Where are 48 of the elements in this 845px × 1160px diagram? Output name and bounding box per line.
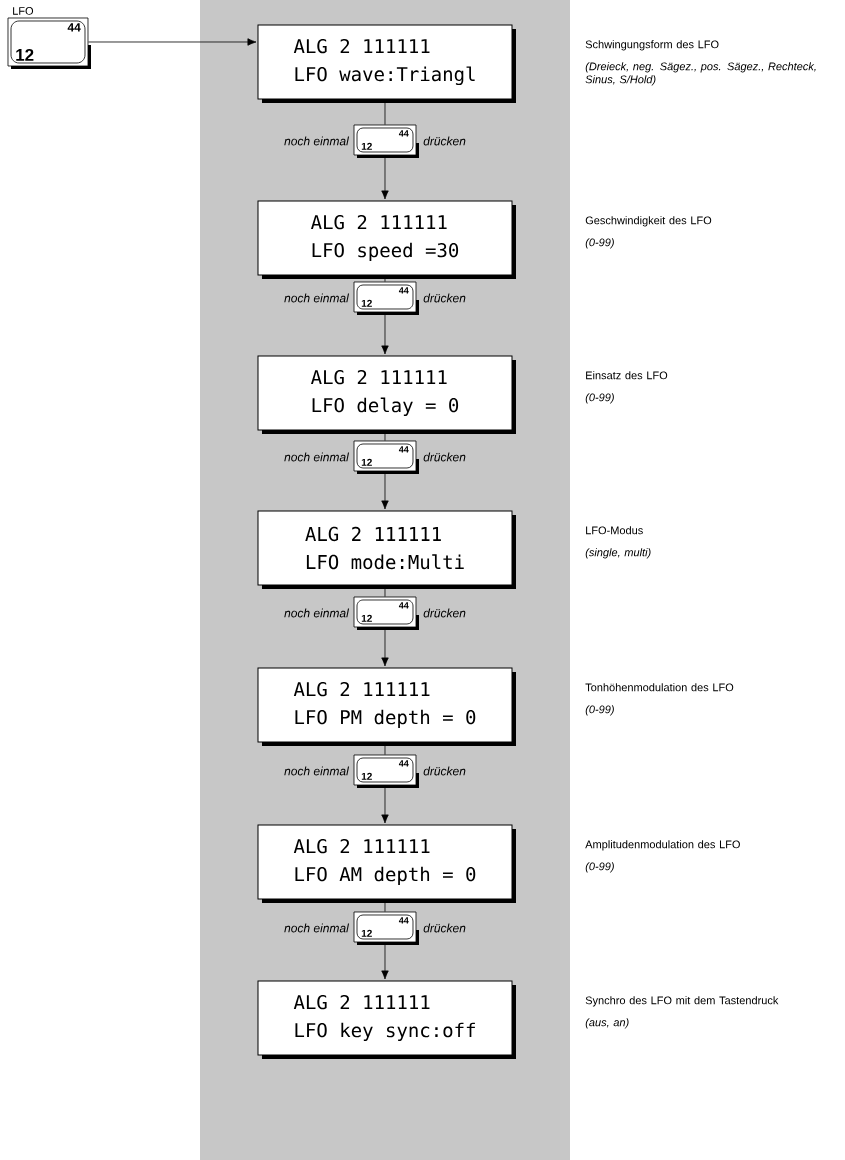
instruction-text: drücken — [423, 136, 466, 146]
instruction-text: noch einmal — [284, 766, 350, 776]
instruction-text: drücken — [423, 608, 466, 618]
arrow — [381, 785, 389, 824]
arrow — [381, 155, 389, 200]
display-screen: ALG 2 111111 LFO delay = 0 — [257, 355, 516, 434]
display-screen: ALG 2 111111 LFO speed =30 — [257, 200, 516, 279]
description-text: Geschwindigkeit des LFO — [585, 216, 712, 227]
description-text: Tonhöhenmodulation des LFO — [585, 683, 734, 692]
display-screen: ALG 2 111111 LFO key sync:off — [257, 980, 516, 1059]
display-screen: ALG 2 111111 LFO wave:Triangl — [257, 24, 516, 103]
value-range-text: (aus, an) — [585, 1018, 629, 1029]
key-button: 44 12 — [353, 754, 419, 788]
key-button: 44 12 — [353, 911, 419, 945]
instruction-text: drücken — [423, 293, 466, 303]
instruction-text: drücken — [423, 923, 466, 933]
arrow — [381, 627, 389, 667]
description-text: Synchro des LFO mit dem Tastendruck — [585, 996, 779, 1007]
key-button: 44 12 — [353, 596, 419, 630]
description-text: Amplitudenmodulation des LFO — [585, 840, 740, 851]
description-text: Einsatz des LFO — [586, 371, 668, 380]
key-button: 44 12 — [353, 281, 419, 315]
value-range-text: (0-99) — [585, 705, 614, 716]
display-screen: ALG 2 111111 LFO PM depth = 0 — [257, 667, 516, 746]
arrow — [381, 942, 389, 980]
instruction-text: drücken — [423, 452, 466, 462]
instruction-text: noch einmal — [284, 452, 350, 462]
arrow — [381, 471, 389, 510]
display-screen: ALG 2 111111 LFO AM depth = 0 — [257, 824, 516, 903]
instruction-text: drücken — [423, 766, 466, 776]
button-label: LFO — [13, 7, 34, 15]
instruction-text: noch einmal — [284, 136, 350, 146]
instruction-text: noch einmal — [284, 923, 350, 933]
value-range-text: (0-99) — [585, 393, 614, 404]
instruction-text: noch einmal — [284, 293, 350, 303]
value-range-text: (0-99) — [585, 238, 614, 249]
description-text: LFO-Modus — [586, 526, 643, 535]
value-range-text: (Dreieck, neg. Sägez., pos. Sägez., Rechteck, Sinus, S/Hold) — [585, 62, 816, 86]
key-button: 44 12 — [7, 17, 91, 69]
value-range-text: (0-99) — [585, 862, 614, 873]
display-screen: ALG 2 111111 LFO mode:Multi — [257, 510, 516, 589]
key-button: 44 12 — [353, 124, 419, 158]
key-button: 44 12 — [353, 440, 419, 474]
arrow — [88, 38, 257, 46]
value-range-text: (single, multi) — [585, 548, 651, 559]
description-text: Schwingungsform des LFO — [585, 40, 719, 51]
instruction-text: noch einmal — [284, 608, 350, 618]
arrow — [381, 312, 389, 355]
